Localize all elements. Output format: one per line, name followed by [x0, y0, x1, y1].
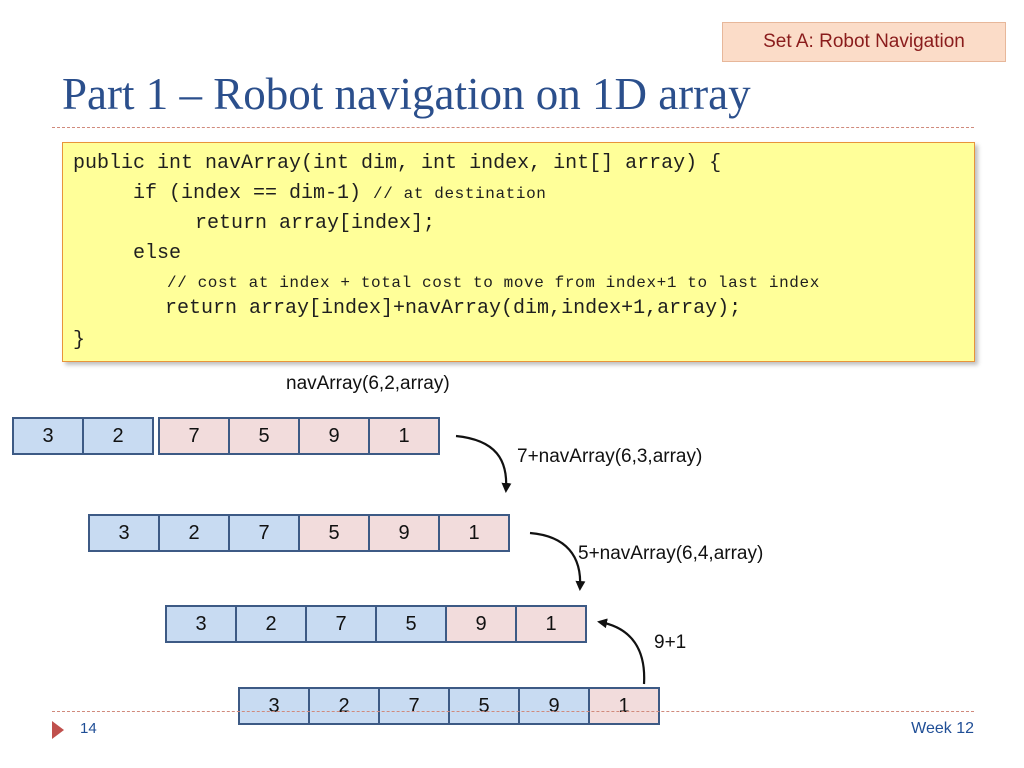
array-cell: 1 — [588, 687, 660, 725]
code-line-1: public int navArray(int dim, int index, … — [73, 152, 722, 175]
footer-divider — [52, 711, 974, 712]
week-label: Week 12 — [911, 720, 974, 737]
array-cell: 7 — [158, 417, 230, 455]
slide-title: Part 1 – Robot navigation on 1D array — [62, 69, 751, 119]
step-label-2: 5+navArray(6,4,array) — [578, 543, 764, 564]
array-cell: 5 — [228, 417, 300, 455]
array-cell: 1 — [368, 417, 440, 455]
step-label-3: 9+1 — [654, 632, 687, 653]
array-cell: 3 — [88, 514, 160, 552]
array-cell: 2 — [158, 514, 230, 552]
page-number: 14 — [80, 720, 97, 737]
code-line-7: } — [73, 329, 86, 352]
code-line-6: return array[index]+navArray(dim,index+1… — [165, 297, 742, 320]
code-block: public int navArray(int dim, int index, … — [62, 142, 975, 362]
array-cell: 9 — [368, 514, 440, 552]
code-line-2-text: if (index == dim-1) — [133, 182, 374, 205]
array-cell: 1 — [438, 514, 510, 552]
arrow-3 — [597, 618, 646, 685]
array-cell: 7 — [305, 605, 377, 643]
step-label-1: 7+navArray(6,3,array) — [517, 446, 703, 467]
array-cell: 2 — [308, 687, 380, 725]
array-cell: 7 — [228, 514, 300, 552]
code-line-5: // cost at index + total cost to move fr… — [167, 274, 820, 292]
code-line-3: return array[index]; — [195, 212, 436, 235]
code-line-4: else — [133, 242, 182, 265]
set-tag: Set A: Robot Navigation — [722, 22, 1006, 62]
title-divider — [52, 127, 974, 128]
array-cell: 3 — [12, 417, 84, 455]
call-label: navArray(6,2,array) — [286, 373, 450, 394]
array-cell: 2 — [235, 605, 307, 643]
arrow-1 — [455, 434, 512, 493]
code-line-2: if (index == dim-1) // at destination — [133, 182, 546, 206]
arrow-2 — [529, 531, 586, 591]
array-cell: 9 — [445, 605, 517, 643]
array-cell: 1 — [515, 605, 587, 643]
footer-triangle-icon — [52, 721, 64, 739]
code-line-2-comment: // at destination — [373, 185, 547, 203]
array-cell: 2 — [82, 417, 154, 455]
array-cell: 3 — [165, 605, 237, 643]
array-cell: 5 — [375, 605, 447, 643]
